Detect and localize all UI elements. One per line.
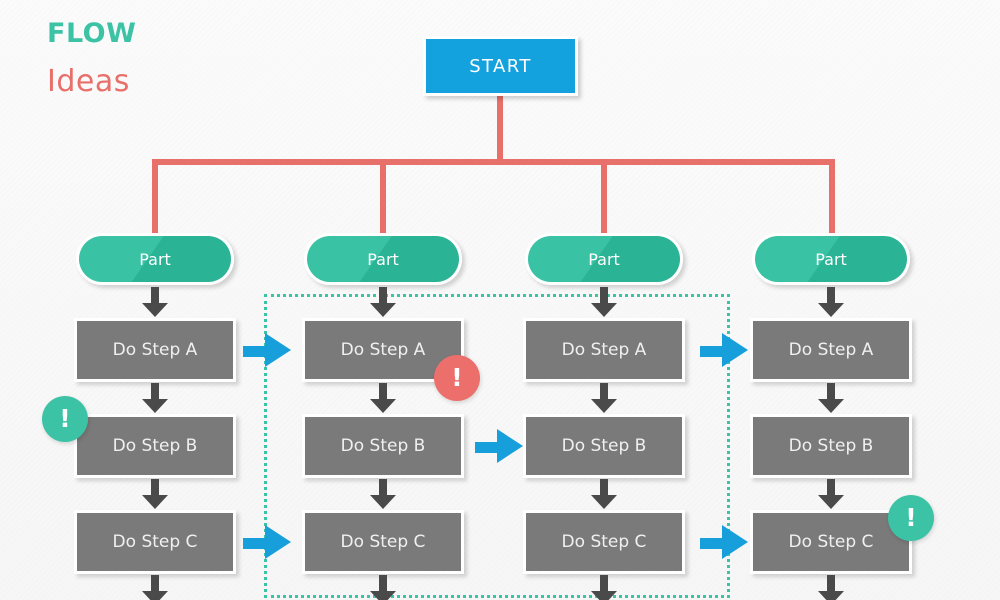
part-node-4[interactable]: Part <box>752 233 910 285</box>
step-node-2c-label: Do Step C <box>340 532 426 552</box>
step-node-3b[interactable]: Do Step B <box>523 414 685 478</box>
exclamation-icon: ! <box>451 362 463 392</box>
arrow-step4c-down <box>818 575 844 600</box>
step-node-1c-label: Do Step C <box>112 532 198 552</box>
arrow-col2-to-col3-row-b <box>475 429 523 463</box>
step-node-4c[interactable]: Do Step C <box>750 510 912 574</box>
arrow-col1-to-col2-row-a <box>243 333 291 367</box>
step-node-4a[interactable]: Do Step A <box>750 318 912 382</box>
start-node-label: START <box>469 55 532 77</box>
title-flow: FLOW <box>47 18 137 49</box>
exclamation-icon: ! <box>59 403 71 433</box>
arrow-step2a-to-step2b <box>370 383 396 413</box>
step-node-3a-label: Do Step A <box>561 340 647 360</box>
part-node-1-fill <box>79 236 231 282</box>
step-node-2b-label: Do Step B <box>340 436 426 456</box>
step-node-1b-label: Do Step B <box>112 436 198 456</box>
step-node-1b[interactable]: Do Step B <box>74 414 236 478</box>
step-node-2b[interactable]: Do Step B <box>302 414 464 478</box>
arrow-part3-to-step3a <box>591 287 617 317</box>
part-node-3-label: Part <box>588 249 620 269</box>
step-node-4b-label: Do Step B <box>788 436 874 456</box>
connector-drop-col4 <box>829 162 835 234</box>
arrow-step4b-to-step4c <box>818 479 844 509</box>
alert-badge-green-col4[interactable]: ! <box>888 495 934 541</box>
connector-drop-col1 <box>152 162 158 234</box>
arrow-step2c-down <box>370 575 396 600</box>
part-node-2-label: Part <box>367 249 399 269</box>
part-node-1-label: Part <box>139 249 171 269</box>
dotted-selection-region[interactable] <box>264 294 730 598</box>
arrow-col3-to-col4-row-c <box>700 525 748 559</box>
step-node-1a[interactable]: Do Step A <box>74 318 236 382</box>
part-node-1[interactable]: Part <box>76 233 234 285</box>
arrow-col1-to-col2-row-c <box>243 525 291 559</box>
step-node-4b[interactable]: Do Step B <box>750 414 912 478</box>
part-node-4-label: Part <box>815 249 847 269</box>
exclamation-icon: ! <box>905 502 917 532</box>
alert-badge-green-left[interactable]: ! <box>42 396 88 442</box>
step-node-4c-label: Do Step C <box>788 532 874 552</box>
arrow-part2-to-step2a <box>370 287 396 317</box>
arrow-step1c-down <box>142 575 168 600</box>
part-node-3-fill <box>528 236 680 282</box>
part-node-3[interactable]: Part <box>525 233 683 285</box>
connector-start-stem <box>497 96 503 162</box>
step-node-3c[interactable]: Do Step C <box>523 510 685 574</box>
connector-drop-col3 <box>601 162 607 234</box>
step-node-1a-label: Do Step A <box>112 340 198 360</box>
arrow-part4-to-step4a <box>818 287 844 317</box>
part-node-2-fill <box>307 236 459 282</box>
part-node-4-fill <box>755 236 907 282</box>
connector-horizontal-bus <box>152 159 835 165</box>
step-node-4a-label: Do Step A <box>788 340 874 360</box>
step-node-1c[interactable]: Do Step C <box>74 510 236 574</box>
arrow-step3b-to-step3c <box>591 479 617 509</box>
arrow-col3-to-col4-row-a <box>700 333 748 367</box>
arrow-step4a-to-step4b <box>818 383 844 413</box>
title-ideas: Ideas <box>47 64 130 99</box>
arrow-step2b-to-step2c <box>370 479 396 509</box>
connector-drop-col2 <box>380 162 386 234</box>
start-node[interactable]: START <box>423 36 578 96</box>
arrow-step1a-to-step1b <box>142 383 168 413</box>
alert-badge-red-col2[interactable]: ! <box>434 355 480 401</box>
arrow-step3a-to-step3b <box>591 383 617 413</box>
arrow-step3c-down <box>591 575 617 600</box>
arrow-step1b-to-step1c <box>142 479 168 509</box>
step-node-3a[interactable]: Do Step A <box>523 318 685 382</box>
step-node-3c-label: Do Step C <box>561 532 647 552</box>
step-node-3b-label: Do Step B <box>561 436 647 456</box>
arrow-part1-to-step1a <box>142 287 168 317</box>
part-node-2[interactable]: Part <box>304 233 462 285</box>
step-node-2c[interactable]: Do Step C <box>302 510 464 574</box>
step-node-2a-label: Do Step A <box>340 340 426 360</box>
